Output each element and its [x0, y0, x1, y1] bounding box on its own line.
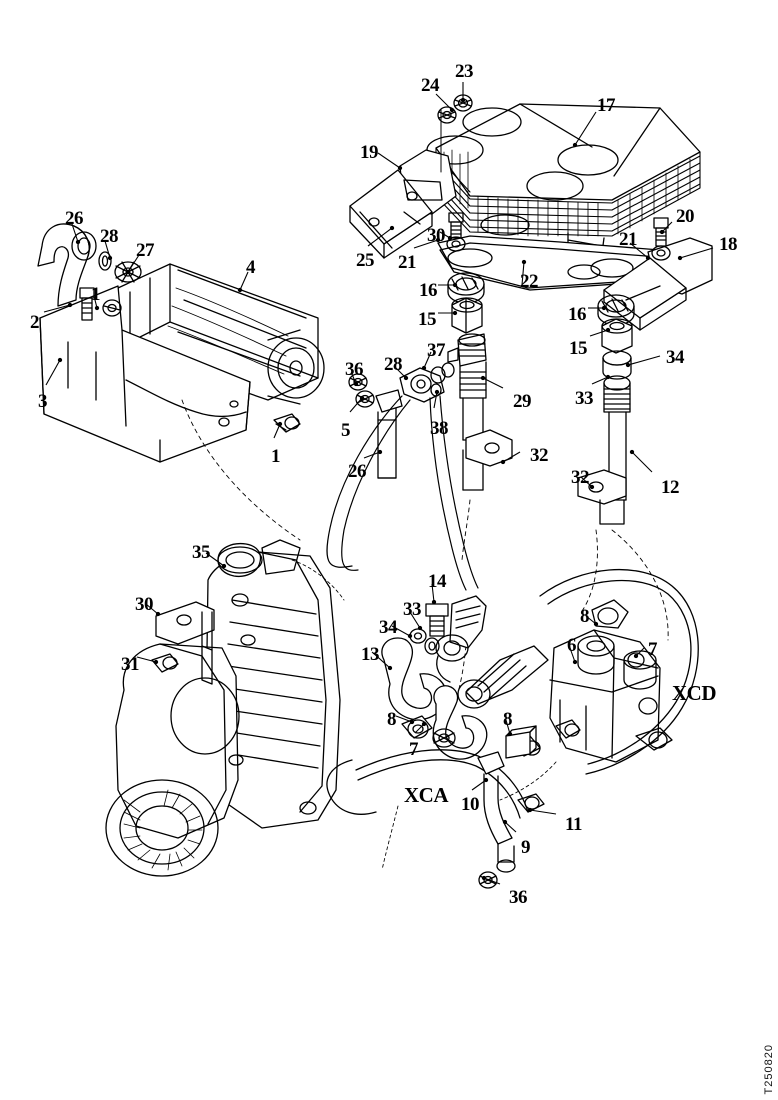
callout-number: 29 [513, 391, 532, 412]
callout-number: 37 [427, 340, 446, 361]
callout-number: 33 [403, 599, 422, 620]
callout-number: 9 [521, 837, 531, 858]
callout-number: 32 [571, 467, 590, 488]
callout-number: 8 [580, 606, 590, 627]
callout-number: 10 [461, 794, 480, 815]
callout-number: 26 [348, 461, 367, 482]
cradle-3 [39, 285, 251, 463]
callout-number: 24 [421, 75, 440, 96]
bolt-1-left [102, 299, 122, 317]
callout-number: 21 [398, 252, 417, 273]
callout-number: 25 [356, 250, 375, 271]
tube-12 [577, 350, 632, 525]
bracket-19 [349, 149, 457, 259]
callout-number: 1 [271, 446, 281, 467]
hose-26 [375, 389, 403, 479]
callout-number: 2 [30, 312, 40, 333]
tube-cooler-4 [117, 263, 325, 405]
nut-15-left [451, 297, 483, 334]
callout-number: 11 [565, 814, 582, 835]
bolt-31 [151, 653, 179, 673]
callout-number: 20 [676, 206, 695, 227]
reference-code: T250820 [763, 1043, 775, 1094]
callout-number: 6 [567, 635, 577, 656]
callout-number: 28 [100, 226, 119, 247]
hose-xca [355, 749, 529, 819]
oring-28-left [98, 251, 112, 271]
callout-number: 22 [520, 271, 539, 292]
hose-elbow-14 [435, 595, 487, 683]
elbow-26-left [37, 223, 97, 307]
washer-36-left [348, 373, 368, 391]
hose-14-body [432, 645, 549, 760]
bolt-1-right [273, 413, 301, 433]
callout-number: 28 [384, 354, 403, 375]
bolt-2 [79, 287, 95, 321]
callout-number: 21 [619, 229, 638, 250]
section-label-xcd: XCD [672, 681, 717, 705]
callout-number: 36 [345, 359, 364, 380]
section-label-xca: XCA [404, 783, 449, 807]
hose-29 [447, 333, 513, 491]
callout-number: 14 [428, 571, 447, 592]
callout-number: 1 [91, 284, 101, 305]
callout-number: 34 [666, 347, 685, 368]
callout-number: 36 [509, 887, 528, 908]
callout-number: 3 [38, 391, 48, 412]
hose-xca-tail [326, 759, 377, 815]
callout-number: 12 [661, 477, 680, 498]
callout-number: 16 [419, 280, 438, 301]
callout-number: 31 [121, 654, 140, 675]
callout-number: 18 [719, 234, 738, 255]
bracket-30 [155, 601, 215, 685]
callout-number: 30 [135, 594, 154, 615]
callout-number: 33 [575, 388, 594, 409]
callout-number: 19 [360, 142, 379, 163]
washer-21-right [651, 245, 671, 261]
callout-number: 26 [65, 208, 84, 229]
flex-hose-left [326, 395, 411, 571]
callout-number: 15 [569, 338, 588, 359]
callout-number: 32 [530, 445, 549, 466]
washer-24 [437, 106, 457, 124]
callout-number: 38 [430, 418, 449, 439]
callout-number: 27 [136, 240, 155, 261]
callout-number: 15 [418, 309, 437, 330]
callout-number: 8 [503, 709, 513, 730]
hose-xcd [539, 569, 699, 775]
callout-number: 7 [648, 639, 658, 660]
oring-33-center [424, 637, 440, 655]
fitting-28-37-38 [399, 362, 455, 403]
callout-number: 34 [379, 617, 398, 638]
block-8-center [505, 725, 537, 759]
short-leaders [291, 559, 557, 871]
fitting-7-right [627, 652, 645, 668]
callout-number: 8 [387, 709, 397, 730]
callout-number: 23 [455, 61, 474, 82]
washer-21-left [446, 236, 466, 252]
callout-number: 7 [409, 739, 419, 760]
valve-block-6 [507, 599, 673, 763]
callout-number: 13 [361, 644, 380, 665]
callout-number: 30 [427, 225, 446, 246]
bolt-30 [448, 212, 464, 239]
flex-hose-center [429, 395, 479, 591]
callout-number: 17 [597, 95, 616, 116]
callout-number: 16 [568, 304, 587, 325]
callout-number: 5 [341, 420, 351, 441]
nut-15-right [601, 318, 633, 354]
transmission-housing [105, 539, 341, 877]
callout-number: 4 [246, 257, 256, 278]
callout-number: 35 [192, 542, 211, 563]
washer-5 [355, 390, 375, 408]
nut-7-left [432, 728, 456, 748]
